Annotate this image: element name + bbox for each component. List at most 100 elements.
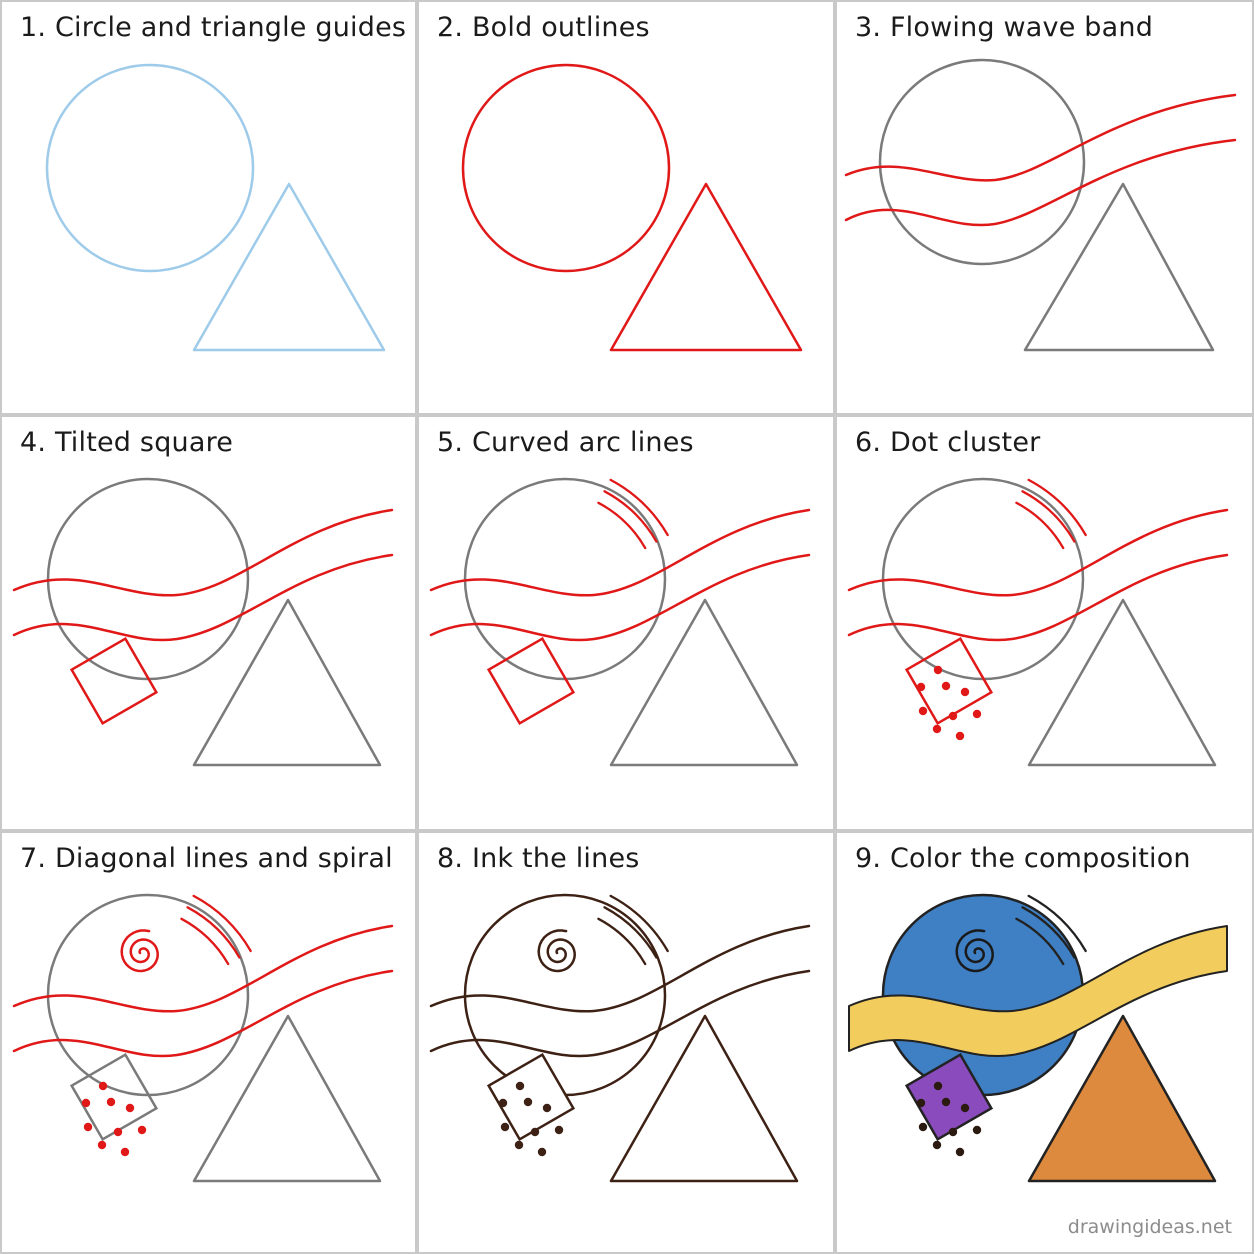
step-title: 5. Curved arc lines bbox=[437, 427, 694, 458]
circle-shape bbox=[46, 893, 250, 1097]
dot-mark bbox=[515, 1081, 525, 1091]
triangle-shape bbox=[1027, 1014, 1217, 1183]
dot-mark bbox=[960, 687, 970, 697]
wave-line bbox=[844, 138, 1237, 227]
triangle-shape bbox=[192, 1014, 382, 1183]
wave-line bbox=[847, 553, 1229, 642]
triangle-shape bbox=[192, 182, 386, 352]
dot-mark bbox=[81, 1098, 91, 1108]
circle-shape bbox=[878, 58, 1086, 266]
dot-mark bbox=[916, 1098, 926, 1108]
wave-line bbox=[12, 924, 394, 1013]
triangle-shape bbox=[1023, 182, 1215, 352]
wave-line bbox=[429, 924, 811, 1013]
step-drawing-group bbox=[12, 477, 394, 767]
circle-shape bbox=[45, 63, 255, 273]
curved-arc-line bbox=[186, 906, 241, 959]
dot-mark bbox=[106, 1097, 116, 1107]
dot-mark bbox=[932, 724, 942, 734]
curved-arc-line bbox=[597, 501, 647, 550]
curved-arc-line bbox=[609, 478, 669, 537]
circle-shape bbox=[881, 477, 1085, 681]
wave-line bbox=[12, 969, 394, 1058]
dot-mark bbox=[98, 1081, 108, 1091]
tilted-square-shape bbox=[904, 1052, 994, 1142]
dot-mark bbox=[933, 1081, 943, 1091]
dot-mark bbox=[948, 1127, 958, 1137]
dot-mark bbox=[955, 731, 965, 741]
dot-mark bbox=[972, 1125, 982, 1135]
dot-mark bbox=[941, 1097, 951, 1107]
wave-line bbox=[12, 508, 394, 597]
step-title: 2. Bold outlines bbox=[437, 12, 650, 43]
circle-shape bbox=[463, 893, 667, 1097]
step-drawing bbox=[429, 893, 811, 1183]
curved-arc-line bbox=[1015, 501, 1065, 550]
dot-mark bbox=[137, 1125, 147, 1135]
dot-mark bbox=[83, 1122, 93, 1132]
tilted-square-shape bbox=[486, 1052, 576, 1142]
dot-mark bbox=[941, 681, 951, 691]
dot-mark bbox=[918, 706, 928, 716]
dot-mark bbox=[918, 1122, 928, 1132]
step-drawing bbox=[12, 477, 394, 767]
curved-arc-line bbox=[603, 906, 658, 959]
step-drawing-group bbox=[429, 477, 811, 767]
step-panel-2: 2. Bold outlines bbox=[419, 2, 833, 413]
curved-arc-line bbox=[1015, 917, 1065, 966]
dot-mark bbox=[537, 1147, 547, 1157]
dot-mark bbox=[125, 1103, 135, 1113]
dot-mark bbox=[955, 1147, 965, 1157]
dot-mark bbox=[933, 665, 943, 675]
wave-line bbox=[429, 969, 811, 1058]
step-drawing-group bbox=[429, 893, 811, 1183]
dot-mark bbox=[554, 1125, 564, 1135]
tilted-square-shape bbox=[904, 636, 994, 726]
step-panel-8: 8. Ink the lines bbox=[419, 833, 833, 1252]
wave-line bbox=[847, 508, 1229, 597]
dot-mark bbox=[523, 1097, 533, 1107]
triangle-shape bbox=[609, 1014, 799, 1183]
tilted-square-shape bbox=[69, 636, 159, 726]
step-panel-4: 4. Tilted square bbox=[2, 417, 415, 829]
triangle-shape bbox=[609, 182, 803, 352]
step-title: 9. Color the composition bbox=[855, 843, 1191, 874]
tilted-square-shape bbox=[69, 1052, 159, 1142]
step-panel-9: 9. Color the composition drawingideas.ne… bbox=[837, 833, 1252, 1252]
dot-mark bbox=[113, 1127, 123, 1137]
circle-shape bbox=[461, 63, 671, 273]
wave-line bbox=[429, 553, 811, 642]
step-panel-1: 1. Circle and triangle guides bbox=[2, 2, 415, 413]
dot-mark bbox=[498, 1098, 508, 1108]
step-panel-7: 7. Diagonal lines and spiral bbox=[2, 833, 415, 1252]
dot-mark bbox=[960, 1103, 970, 1113]
spiral-line bbox=[120, 929, 159, 973]
dot-mark bbox=[542, 1103, 552, 1113]
step-panel-3: 3. Flowing wave band bbox=[837, 2, 1252, 413]
wave-line bbox=[844, 93, 1237, 182]
step-drawing bbox=[429, 477, 811, 767]
tilted-square-shape bbox=[486, 636, 576, 726]
step-drawing bbox=[848, 893, 1228, 1183]
step-title: 3. Flowing wave band bbox=[855, 12, 1154, 43]
step-title: 7. Diagonal lines and spiral bbox=[20, 843, 393, 874]
step-title: 1. Circle and triangle guides bbox=[20, 12, 407, 43]
dot-mark bbox=[120, 1147, 130, 1157]
curved-arc-line bbox=[180, 917, 230, 966]
curved-arc-line bbox=[609, 894, 669, 953]
curved-arc-line bbox=[1027, 894, 1087, 953]
dot-mark bbox=[916, 682, 926, 692]
circle-shape bbox=[463, 477, 667, 681]
step-title: 4. Tilted square bbox=[20, 427, 234, 458]
curved-arc-line bbox=[597, 917, 647, 966]
step-drawing bbox=[45, 63, 386, 352]
step-drawing bbox=[461, 63, 803, 352]
step-panel-6: 6. Dot cluster bbox=[837, 417, 1252, 829]
step-drawing-group bbox=[12, 893, 394, 1183]
step-drawing-group bbox=[461, 63, 803, 352]
dot-mark bbox=[500, 1122, 510, 1132]
curved-arc-line bbox=[1027, 478, 1087, 537]
curved-arc-line bbox=[603, 490, 658, 543]
curved-arc-line bbox=[192, 894, 252, 953]
triangle-shape bbox=[609, 598, 799, 767]
